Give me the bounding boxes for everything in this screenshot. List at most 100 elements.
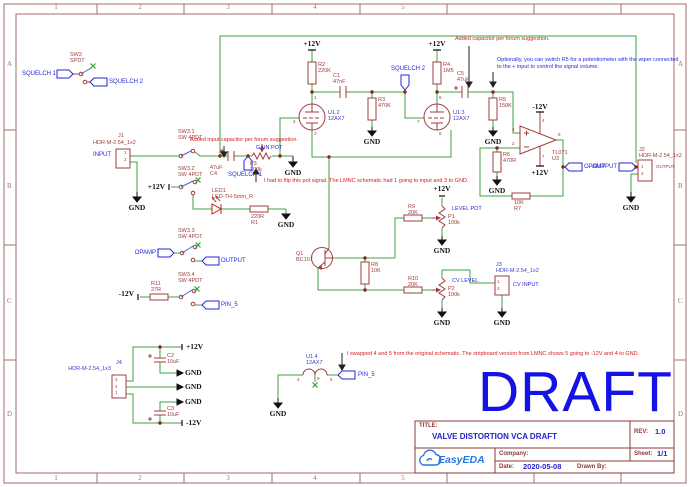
connector-j1	[115, 148, 131, 169]
j3-pin-2: 2	[497, 286, 500, 291]
p12-r4: +12V	[428, 39, 446, 48]
opamp-flag-sw33	[157, 248, 175, 258]
r1-val: 220R	[251, 214, 265, 220]
rev-value: 1.0	[655, 427, 666, 436]
frame-col-3b: 3	[226, 474, 230, 482]
tube-u13	[423, 103, 451, 131]
frame-row-d: D	[7, 410, 13, 418]
net-squelch1-c4: SQUELCH 1	[228, 172, 263, 178]
u14-pin-5: 5	[330, 377, 333, 382]
r11-val: 27R	[151, 287, 162, 293]
j1-pin-1: 1	[124, 150, 127, 155]
c4-val: 47uF	[210, 165, 223, 171]
title-block-frame	[414, 420, 675, 474]
u12-ref: U1.2	[328, 110, 340, 116]
note-added-cap: Added capacitor per forum suggestion.	[455, 36, 550, 42]
net-output-node: OUTPUT	[592, 164, 617, 170]
easyeda-logo-text: EasyEDA	[438, 454, 485, 466]
note-flip-pot: I had to flip this pot signal. The LMNC …	[264, 178, 469, 184]
led1-symbol	[211, 195, 223, 215]
p12-sw32: +12V	[147, 182, 165, 191]
gnd-j4-2: GND	[185, 382, 202, 391]
u3-pin-6: 6	[558, 132, 561, 137]
net-squelch2-tube: SQUELCH 2	[391, 66, 426, 72]
easyeda-logo-icon	[419, 449, 442, 466]
sw32-val: SW 4PDT	[178, 172, 203, 178]
r1-ref: R1	[251, 220, 259, 226]
u12-val: 12AX7	[328, 116, 345, 122]
company-label: Company:	[499, 451, 529, 457]
n12-sw34: -12V	[118, 289, 134, 298]
draft-watermark: DRAFT	[478, 360, 673, 424]
c3-val: 10uF	[167, 412, 180, 418]
resistor-r6	[492, 151, 502, 173]
q1-val: BC107	[296, 257, 313, 263]
net-cv-input: CV INPUT	[513, 282, 539, 288]
sw34-val: SW 4PDT	[178, 278, 203, 284]
n12-j4: -12V	[186, 418, 202, 427]
power-bars	[137, 49, 544, 426]
net-squelch2-sw2: SQUELCH 2	[109, 79, 144, 85]
p12-r2: +12V	[303, 39, 321, 48]
note-optional-r5-1: Optionally, you can switch R5 for a pote…	[497, 57, 679, 63]
u3-pin-4: 4	[542, 118, 545, 123]
c3-ref: C3	[167, 406, 175, 412]
j4-pin-2: 2	[115, 384, 118, 389]
r11-ref: R11	[151, 281, 161, 287]
p3-val: 100k	[250, 167, 262, 173]
transistor-q1	[311, 247, 333, 270]
resistor-r10	[403, 286, 423, 294]
date-value: 2020-05-08	[523, 462, 562, 471]
r9-ref: R9	[408, 204, 416, 210]
r2-ref: R2	[318, 62, 326, 68]
u3-pin-7: 7	[542, 154, 545, 159]
u13-pin-7: 7	[417, 119, 420, 124]
c5-val: 47uF	[457, 77, 470, 83]
r10-ref: R10	[408, 276, 419, 282]
j4-pin-1: 1	[115, 390, 118, 395]
r4-val: 1M5	[443, 68, 454, 74]
output-flag-sw33	[201, 256, 220, 266]
j1-val: HDR-M-2.54_1x2	[93, 140, 136, 146]
opamp-u3	[519, 112, 558, 166]
j3-ref: J3	[496, 262, 502, 268]
rev-label: REV:	[634, 429, 649, 435]
net-pin5-u14: PIN_5	[358, 372, 375, 378]
u13-ref: U1.3	[453, 110, 465, 116]
sw32-ref: SW3.2	[178, 166, 195, 172]
gnd-symbols	[131, 127, 637, 409]
r9-val: 20K	[408, 210, 418, 216]
squelch1-flag	[56, 69, 74, 79]
connector-j2	[637, 159, 653, 182]
u3-ref: U3	[552, 156, 560, 162]
resistor-r1	[249, 205, 269, 213]
frame-col-4: 4	[313, 3, 317, 11]
net-opamp-node: OPAMP	[584, 164, 606, 170]
squelch1-flag-c4	[243, 155, 253, 171]
frame-col-3: 3	[226, 3, 230, 11]
r7-ref: R7	[514, 206, 522, 212]
tube-u14-heater	[302, 368, 328, 376]
gnd-r1: GND	[277, 220, 295, 229]
capacitor-c5	[454, 86, 469, 98]
net-pin5-sw34: PIN_5	[221, 302, 238, 308]
gnd-r5: GND	[484, 137, 502, 146]
frame-col-2b: 2	[138, 474, 142, 482]
frame-row-b: B	[7, 182, 12, 190]
j4-ref: J4	[116, 360, 122, 366]
tube-u12	[298, 103, 326, 131]
p2-val: 100k	[448, 292, 460, 298]
connector-j4	[111, 374, 127, 399]
u13-pin-6: 6	[439, 95, 442, 100]
u13-val: 12AX7	[453, 116, 470, 122]
wires	[126, 35, 638, 424]
sheet-value: 1/1	[657, 449, 668, 458]
opamp-flag-node	[564, 162, 583, 172]
frame-row-d-r: D	[678, 410, 684, 418]
led1-val: LED-TH-5mm_R	[212, 194, 253, 200]
gnd-p2: GND	[433, 318, 451, 327]
frame-col-5b: 5	[401, 474, 405, 482]
u14-val: 12AX7	[306, 360, 323, 366]
